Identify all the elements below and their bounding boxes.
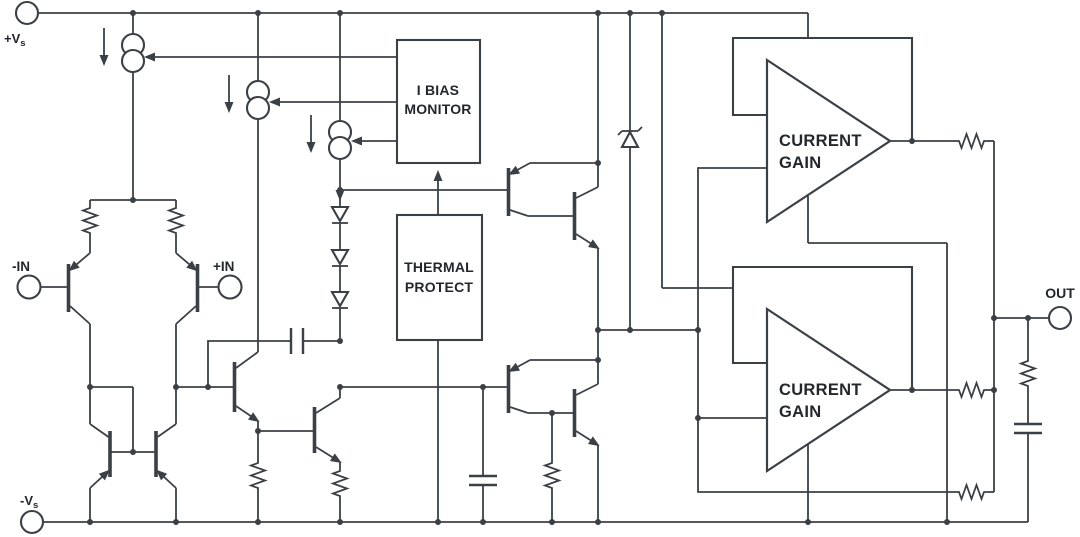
load-resistor	[1020, 359, 1036, 392]
vplus-label: +Vs	[4, 31, 26, 49]
shunt-capacitor	[469, 387, 497, 522]
lower-driver-resistor	[544, 461, 560, 494]
vplus-terminal: +Vs	[4, 0, 40, 49]
emitter-resistor-left	[82, 206, 98, 239]
thermal-protect-block: THERMAL PROTECT	[395, 213, 484, 522]
ibias-monitor-label-line1: I BIAS	[417, 82, 459, 98]
vplus-terminal-circle	[14, 0, 40, 26]
zener-diode	[617, 13, 643, 330]
vminus-label: -Vs	[20, 493, 38, 511]
upper-driver-transistor-2	[572, 163, 600, 330]
output-load-branch	[1014, 318, 1042, 522]
current-gain-lower: CURRENT GAIN	[661, 13, 994, 522]
lower-driver-transistor-2	[572, 360, 600, 522]
thermal-protect-label-line2: PROTECT	[405, 279, 474, 295]
second-stage-transistor-2	[312, 387, 342, 470]
vminus-terminal-circle	[19, 509, 45, 535]
bias-drive-line	[335, 189, 508, 201]
thermal-protect-label-line1: THERMAL	[404, 259, 474, 275]
diode-1	[330, 205, 350, 224]
lower-output-resistor	[957, 382, 990, 398]
ibias-monitor-block: I BIAS MONITOR	[395, 38, 482, 215]
second-stage-resistor-2	[332, 469, 348, 502]
in-neg-terminal: -IN	[12, 259, 42, 300]
current-source-3	[306, 13, 397, 190]
input-stage: -IN +IN	[12, 199, 243, 387]
lower-driver-transistor-1	[506, 359, 598, 414]
in-pos-terminal: +IN	[213, 259, 243, 300]
in-pos-label: +IN	[213, 259, 234, 274]
diode-2	[330, 248, 350, 267]
current-source-1	[99, 13, 397, 200]
feedback-resistor	[957, 484, 990, 500]
second-stage	[176, 328, 348, 522]
lower-driver-pair	[340, 330, 600, 522]
upper-gain-label-line1: CURRENT	[779, 132, 862, 150]
junction-dots	[87, 10, 1031, 525]
current-mirror	[89, 386, 177, 522]
lower-gain-triangle	[765, 306, 893, 474]
current-source-2	[224, 13, 397, 352]
output-network: OUT	[993, 141, 1075, 522]
diode-chain	[330, 190, 350, 341]
upper-gain-triangle	[765, 57, 893, 225]
diode-3	[330, 290, 350, 309]
ibias-monitor-label-line2: MONITOR	[404, 101, 471, 117]
vminus-terminal: -Vs	[19, 493, 45, 535]
upper-driver-transistor-1	[506, 162, 598, 217]
second-stage-resistor-1	[250, 461, 266, 494]
mirror-transistor-right	[154, 387, 177, 522]
upper-gain-label-line2: GAIN	[779, 154, 821, 172]
upper-gain-negative-feed	[807, 196, 948, 522]
second-stage-transistor-1	[232, 351, 260, 431]
mirror-transistor-left	[89, 387, 112, 522]
lower-gain-label-line2: GAIN	[779, 403, 821, 421]
in-neg-label: -IN	[12, 259, 30, 274]
upper-driver-pair	[506, 13, 600, 330]
out-label: OUT	[1045, 285, 1075, 301]
transistor-input-pos	[175, 252, 219, 387]
out-terminal: OUT	[1045, 285, 1075, 331]
upper-output-resistor	[957, 133, 990, 149]
emitter-resistor-right	[168, 206, 184, 239]
current-gain-upper: CURRENT GAIN	[731, 13, 994, 522]
lower-gain-label-line1: CURRENT	[779, 381, 862, 399]
miller-capacitor	[207, 328, 340, 387]
transistor-input-neg	[40, 252, 91, 387]
